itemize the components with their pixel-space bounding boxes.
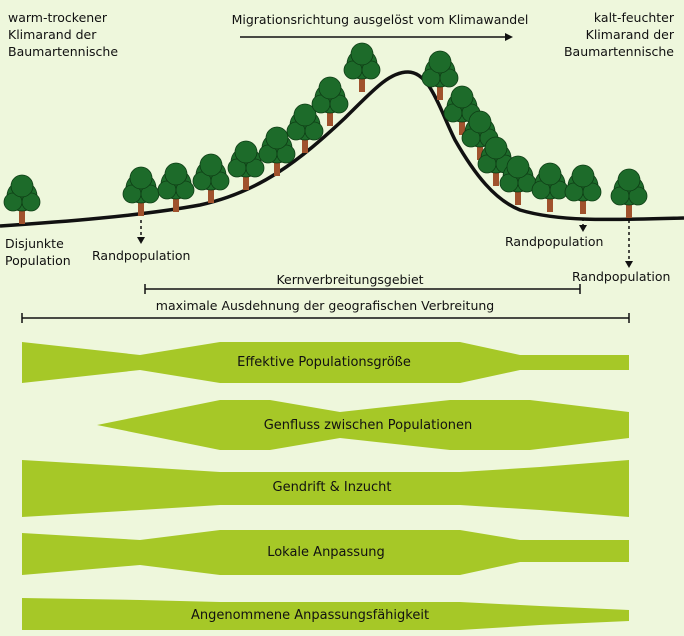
dashed-arrow-left (137, 220, 145, 244)
cold-edge-label: kalt-feuchter Klimarand der Baumartennis… (563, 10, 674, 59)
migration-arrow (240, 33, 513, 41)
dashed-arrow-right-lower (625, 220, 633, 268)
disjunct-population-label: Disjunkte Population (5, 236, 71, 268)
dashed-arrow-right-upper (579, 218, 587, 232)
tree-icon (311, 76, 349, 126)
tree-group (3, 42, 648, 224)
tree-icon (499, 155, 537, 205)
band-effective-population-size (22, 342, 629, 383)
core-range-label: Kernverbreitungsgebiet (276, 272, 424, 287)
migration-label: Migrationsrichtung ausgelöst vom Klimawa… (231, 12, 529, 27)
tree-icon (343, 42, 381, 92)
tree-icon (564, 164, 602, 214)
band-genetic-drift (22, 460, 629, 517)
warm-edge-label: warm-trockener Klimarand der Baumartenni… (8, 10, 119, 59)
tree-icon (192, 153, 230, 203)
band-label-effective-population-size: Effektive Populationsgröße (237, 355, 411, 370)
band-label-gene-flow: Genfluss zwischen Populationen (263, 418, 473, 433)
tree-icon (443, 85, 481, 135)
max-range-bar (21, 313, 630, 323)
tree-icon (227, 140, 265, 190)
tree-icon (258, 126, 296, 176)
tree-icon (157, 162, 195, 212)
band-label-adaptive-capacity: Angenommene Anpassungsfähigkeit (190, 608, 430, 623)
tree-icon (421, 50, 459, 100)
edge-population-left-label: Randpopulation (92, 248, 191, 263)
band-adaptive-capacity (22, 598, 629, 630)
tree-icon (477, 136, 515, 186)
tree-icon (3, 174, 41, 224)
band-label-local-adaptation: Lokale Anpassung (267, 545, 385, 560)
edge-population-right-upper-label: Randpopulation (505, 234, 604, 249)
core-range-bar (144, 284, 581, 294)
tree-icon (286, 103, 324, 153)
band-local-adaptation (22, 530, 629, 575)
tree-icon (531, 162, 569, 212)
edge-population-right-lower-label: Randpopulation (572, 269, 671, 284)
band-label-genetic-drift: Gendrift & Inzucht (272, 480, 392, 495)
max-range-label: maximale Ausdehnung der geografischen Ve… (155, 298, 495, 313)
tree-icon (122, 166, 160, 216)
band-gene-flow (97, 400, 629, 450)
tree-icon (610, 168, 648, 218)
tree-icon (461, 110, 499, 160)
